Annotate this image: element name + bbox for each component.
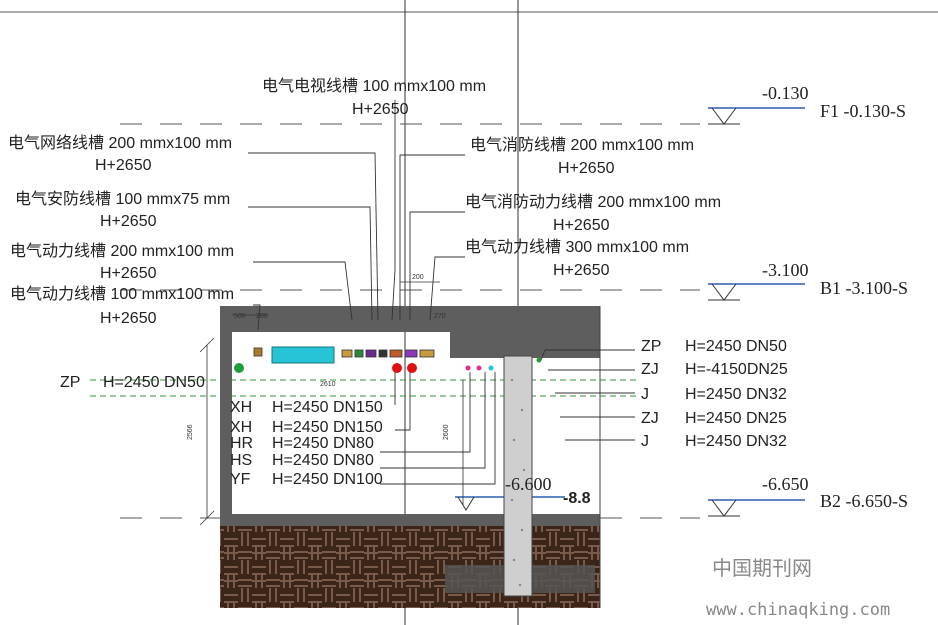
level-b1-value: -3.100 [762,260,809,280]
pipe-right-spec-1: H=-4150DN25 [685,361,788,378]
tray-label-fire: 电气消防线槽 200 mmx100 mm [470,136,694,154]
elev-bottom: -8.8 [563,490,591,507]
watermark-url: www.chinaqking.com [706,600,890,620]
level-marker-b1 [708,283,805,301]
pipe-lower-code-4: YF [230,471,251,488]
tray-label-power-100-h: H+2650 [100,310,157,327]
pipe-left-code: ZP [60,374,80,391]
tray-label-fire-power-h: H+2650 [553,217,610,234]
level-marker-f1 [708,107,805,125]
pipe-lower-spec-0: H=2450 DN150 [272,399,383,416]
tray-label-tv-h: H+2650 [352,101,409,118]
column-hatch [510,378,526,587]
elev-mid: -6.600 [505,474,552,494]
pipe-right-spec-0: H=2450 DN50 [685,338,787,355]
level-f1-name: F1 -0.130-S [820,101,906,121]
dim-200-text: 200 [412,274,424,281]
dim-200b-text: 200 [256,313,268,320]
pipe-right-code-2: J [641,386,649,403]
left-wall [220,306,232,522]
tray-label-power-300: 电气动力线槽 300 mmx100 mm [465,238,689,256]
pipe-lower-code-3: HS [230,452,252,469]
pipe-lower-spec-4: H=2450 DN100 [272,471,383,488]
pipe-right-code-4: J [641,433,649,450]
pipe-right-spec-3: H=2450 DN25 [685,410,787,427]
pipe-right-spec-4: H=2450 DN32 [685,433,787,450]
pipe-lower-code-0: XH [230,399,252,416]
tray-label-power-200: 电气动力线槽 200 mmx100 mm [10,242,234,260]
pipe-left-spec: H=2450 DN50 [103,374,205,391]
watermark-cn: 中国期刊网 [712,556,812,580]
tray-label-power-300-h: H+2650 [553,262,610,279]
tray-label-security: 电气安防线槽 100 mmx75 mm [15,190,230,208]
tray-label-fire-power: 电气消防动力线槽 200 mmx100 mm [465,193,721,211]
pipe-lower-code-2: HR [230,435,253,452]
level-f1-value: -0.130 [762,83,809,103]
pipe-lower-spec-3: H=2450 DN80 [272,452,374,469]
dim-270-text: 270 [434,313,446,320]
tray-label-fire-h: H+2650 [558,160,615,177]
level-marker-b2 [708,499,805,517]
leader-lines-right [399,154,465,321]
pipe-lower-spec-2: H=2450 DN80 [272,435,374,452]
pipe-right-code-0: ZP [641,338,661,355]
leader-lines-left [248,100,396,331]
pipe-right-code-3: ZJ [641,410,659,427]
cable-tray-cyan [271,346,335,364]
tray-label-power-200-h: H+2650 [100,265,157,282]
tray-label-network: 电气网络线槽 200 mmx100 mm [8,133,232,152]
base-slab [220,514,600,526]
level-b2-name: B2 -6.650-S [820,491,908,511]
tray-label-security-h: H+2650 [100,213,157,230]
dim-mid-text: 2600 [443,424,450,440]
cable-trays [253,347,435,358]
dimension-lines [199,281,464,526]
pipe-right-code-1: ZJ [641,361,659,378]
column [503,355,533,597]
beam [450,330,600,358]
dim-2610-text: 2610 [320,381,336,388]
pipe-lower-code-1: XH [230,419,252,436]
dim-left-text: 2566 [187,424,194,440]
pipe-symbols [234,357,542,373]
leader-lines-pipes [380,349,635,485]
pipe-right-spec-2: H=2450 DN32 [685,386,787,403]
pipe-lower-spec-1: H=2450 DN150 [272,419,383,436]
tray-label-power-100: 电气动力线槽 100 mmx100 mm [10,285,234,303]
tray-label-network-h: H+2650 [95,157,152,174]
level-b1-name: B1 -3.100-S [820,278,908,298]
level-b2-value: -6.650 [762,474,809,494]
dim-500-text: 500 [234,313,246,320]
pipe-elevation-lines [90,379,640,397]
tray-label-tv: 电气电视线槽 100 mmx100 mm [262,77,486,95]
